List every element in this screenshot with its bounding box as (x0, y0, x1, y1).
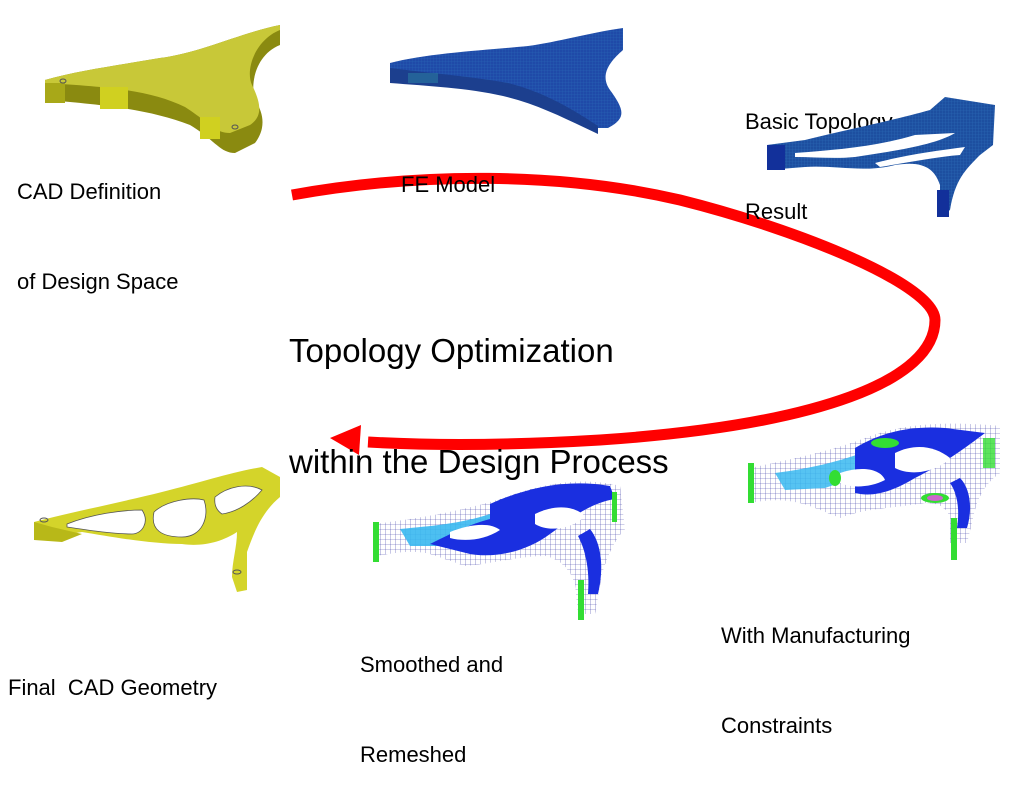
stage-label-line1: Final CAD Geometry (8, 675, 218, 700)
title-line1: Topology Optimization (289, 332, 614, 369)
stage-label-line2: Remeshed (360, 742, 467, 767)
arrowhead-icon (330, 425, 361, 455)
stage-label-fe-model: FE Model (401, 110, 495, 230)
diagram-title: Topology Optimization within the Design … (289, 258, 669, 517)
stage-label-smoothed-remeshed: Smoothed and Remeshed (360, 590, 503, 800)
stage-label-line1: CAD Definition (17, 179, 162, 204)
final-cad-geometry-model (34, 467, 280, 592)
smoothed-remeshed-model (373, 481, 625, 620)
fe-model-model (390, 28, 623, 134)
stage-label-final-cad-geometry: Final CAD Geometry (8, 613, 217, 733)
process-cycle-arrow (291, 172, 941, 455)
stage-label-line1: Smoothed and (360, 652, 504, 677)
manufacturing-constraints-model (748, 423, 1000, 560)
stage-label-manufacturing-constraints: With Manufacturing Constraints (721, 561, 911, 771)
stage-label-line1: FE Model (401, 172, 496, 197)
stage-label-line2: Constraints (721, 713, 833, 738)
title-line2: within the Design Process (289, 443, 669, 480)
stage-label-cad-design-space: CAD Definition of Design Space (17, 117, 178, 327)
cycle-arrow-path (291, 172, 941, 450)
stage-label-line2: Result (745, 199, 808, 224)
stage-label-line1: With Manufacturing (721, 623, 911, 648)
stage-label-line2: of Design Space (17, 269, 179, 294)
basic-topology-model (767, 97, 995, 217)
cad-design-space-model (45, 25, 280, 153)
